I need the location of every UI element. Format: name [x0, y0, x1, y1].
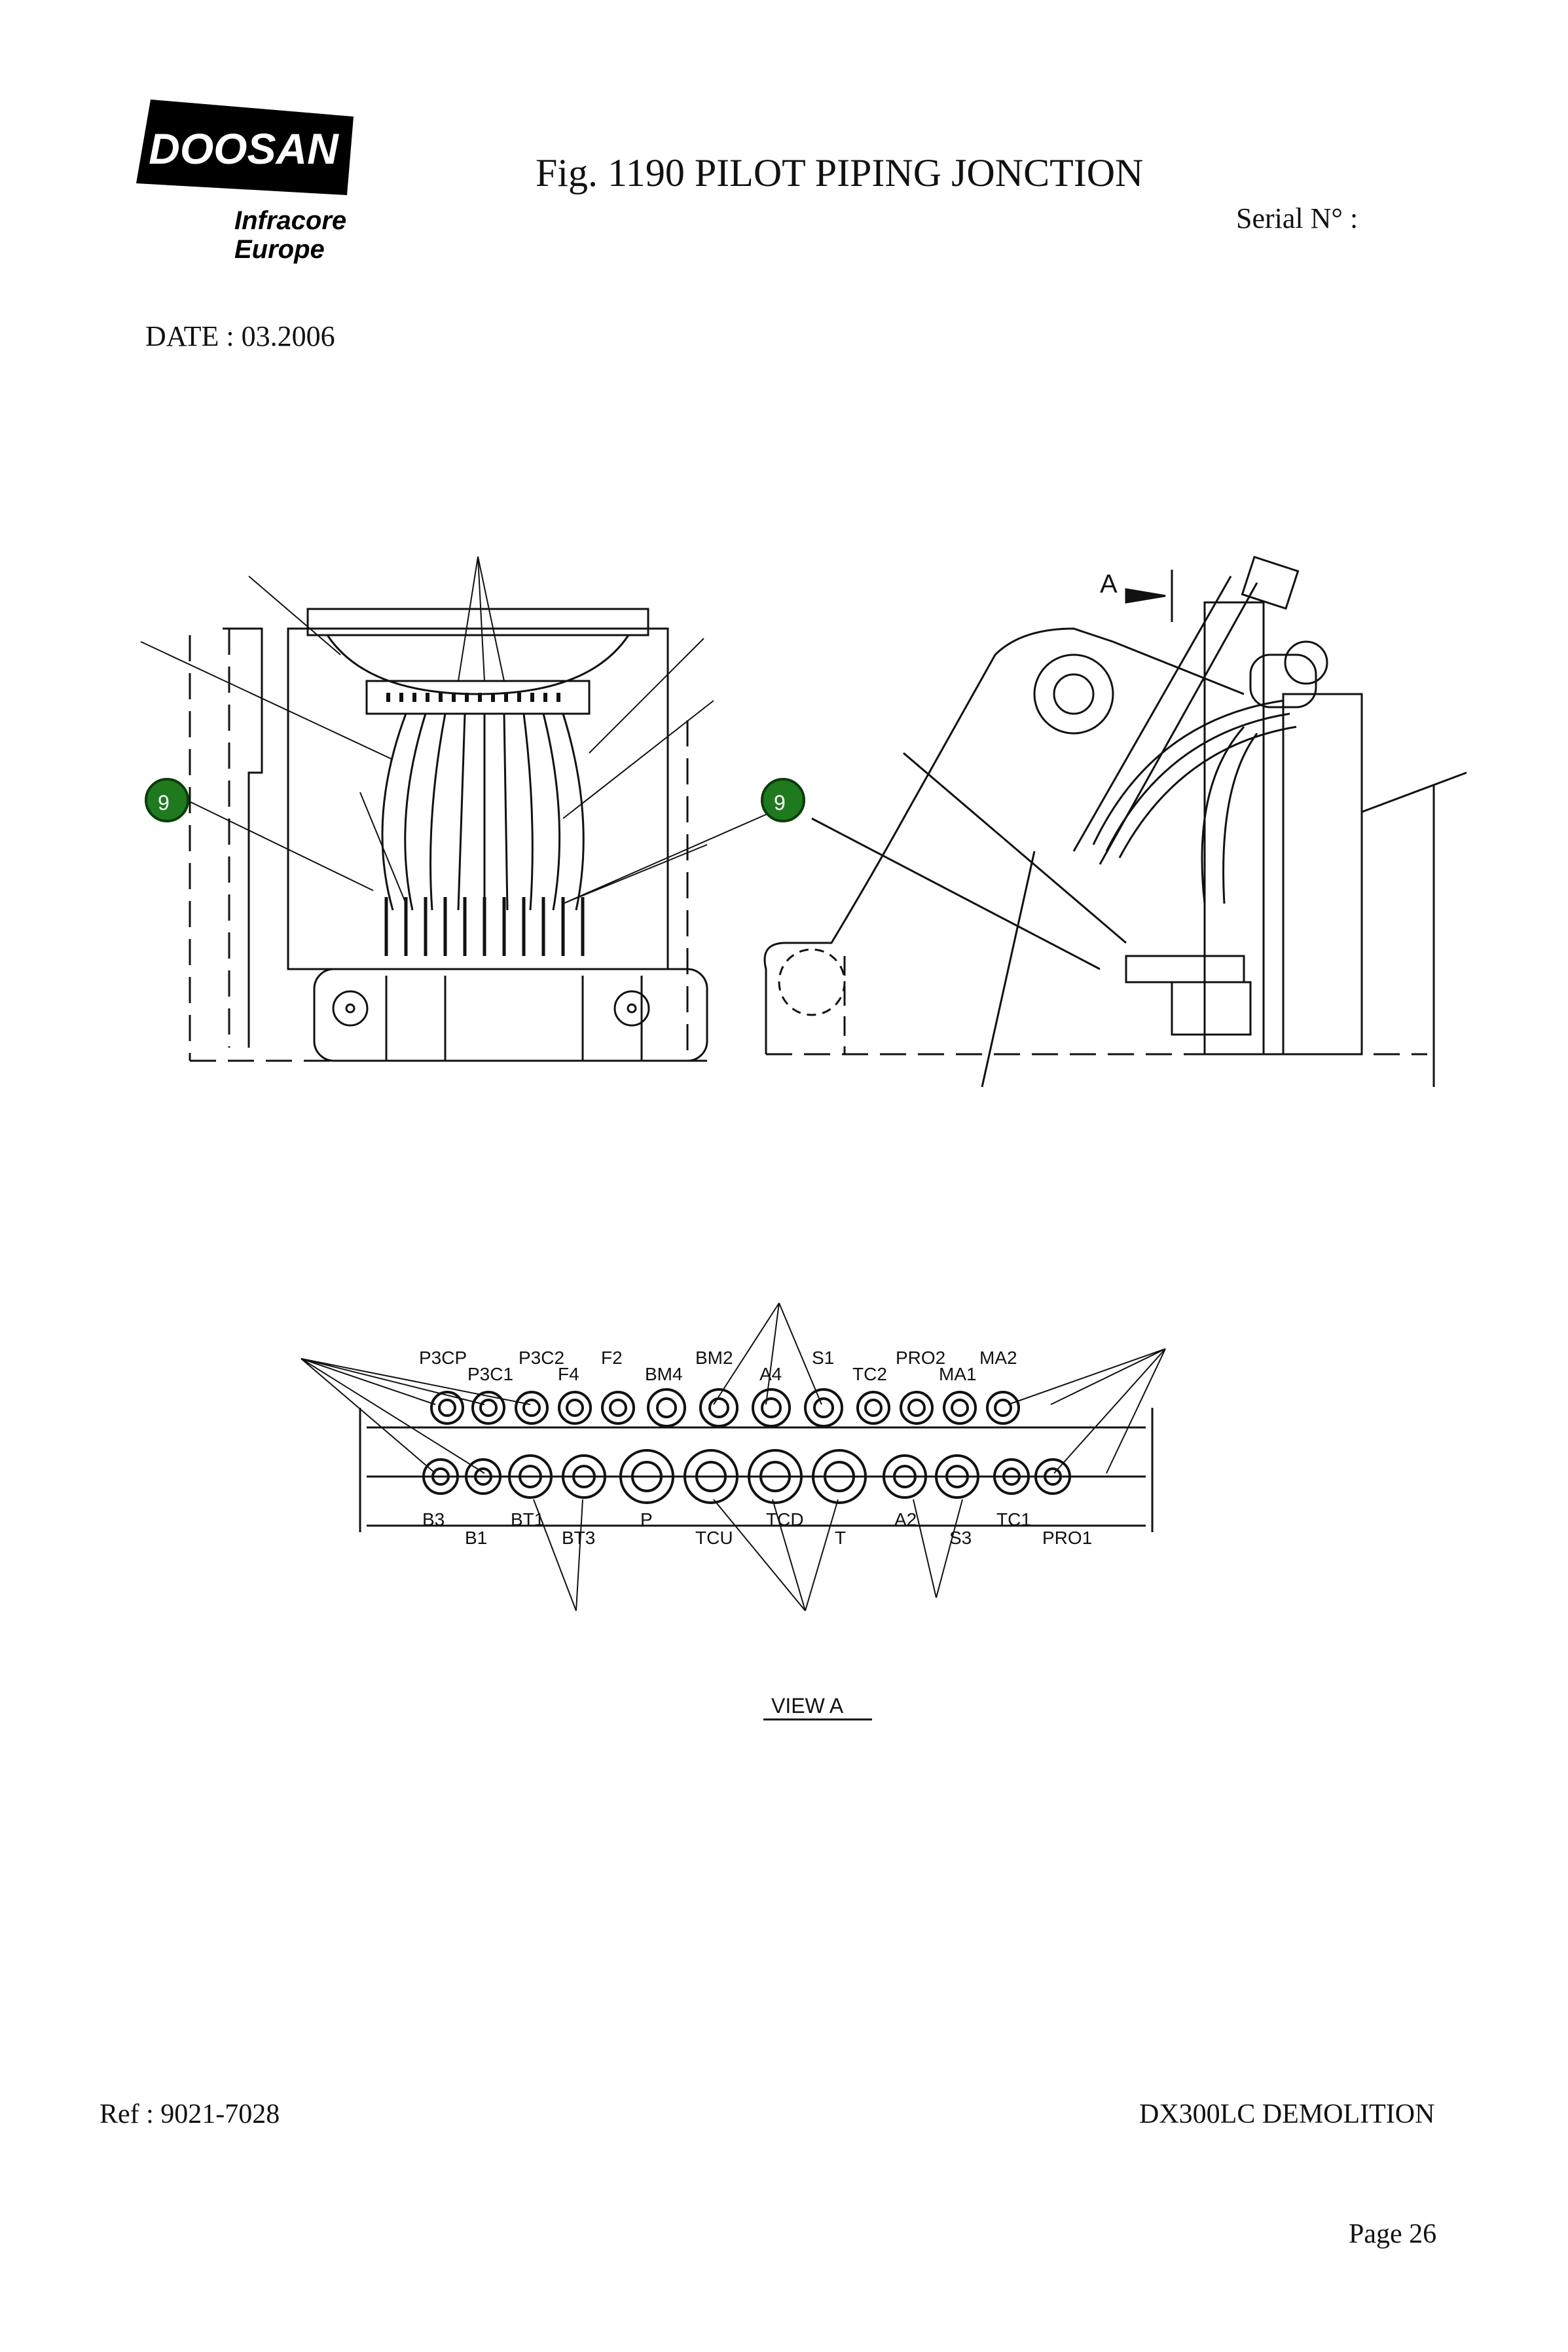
port-label-p3cp: P3CP [419, 1348, 467, 1368]
port-label-b3: B3 [422, 1509, 445, 1530]
logo-sub-infracore: Infracore [234, 206, 346, 235]
port-label-bt1: BT1 [511, 1509, 544, 1530]
port-label-f4: F4 [558, 1364, 579, 1384]
view-a-caption: VIEW A [771, 1694, 844, 1718]
port-label-tcd: TCD [766, 1509, 804, 1530]
callout-right: 9 [562, 778, 805, 904]
port-label-tc1: TC1 [996, 1509, 1031, 1530]
callout-circle [145, 778, 189, 822]
callout-label: 9 [774, 791, 786, 815]
date-label: DATE : 03.2006 [145, 320, 335, 352]
left-view [140, 556, 714, 1062]
port-label-pro1: PRO1 [1042, 1528, 1092, 1548]
callout-label: 9 [158, 791, 170, 815]
port-label-p: P [640, 1509, 653, 1530]
port-label-bt3: BT3 [562, 1528, 595, 1548]
port-label-s3: S3 [949, 1528, 972, 1548]
port-label-tcu: TCU [695, 1528, 733, 1548]
model-name: DX300LC DEMOLITION [1139, 2099, 1435, 2129]
port-label-tc2: TC2 [852, 1364, 887, 1384]
doosan-logo: DOOSAN Infracore Europe [131, 97, 367, 274]
port-label-pro2: PRO2 [896, 1348, 945, 1368]
port-label-a2: A2 [894, 1509, 917, 1530]
serial-number-label: Serial N° : [1236, 202, 1358, 234]
port-label-t: T [835, 1528, 846, 1548]
port-label-f2: F2 [601, 1348, 623, 1368]
view-a-marker: A [1100, 570, 1118, 598]
page-title: Fig. 1190 PILOT PIPING JONCTION [536, 151, 1144, 194]
page-number: Page 26 [1349, 2219, 1437, 2249]
right-view: A [763, 555, 1467, 1088]
port-label-s1: S1 [812, 1348, 834, 1368]
logo-mark: DOOSAN Infracore Europe [136, 100, 354, 264]
logo-sub-europe: Europe [234, 235, 325, 264]
logo-brand-text: DOOSAN [149, 124, 339, 173]
port-label-p3c1: P3C1 [467, 1364, 513, 1384]
callout-left: 9 [145, 778, 374, 891]
view-a-plate: P3CP P3C1 P3C2 F4 F2 BM4 BM2 A4 S1 TC2 P… [301, 1302, 1166, 1721]
reference-number: Ref : 9021-7028 [100, 2099, 280, 2129]
port-label-ma2: MA2 [979, 1348, 1017, 1368]
port-label-ma1: MA1 [939, 1364, 977, 1384]
port-label-bm4: BM4 [645, 1364, 683, 1384]
callout-circle [761, 778, 805, 822]
port-label-b1: B1 [465, 1528, 487, 1548]
port-label-p3c2: P3C2 [519, 1348, 564, 1368]
port-label-a4: A4 [759, 1364, 782, 1384]
port-label-bm2: BM2 [695, 1348, 733, 1368]
